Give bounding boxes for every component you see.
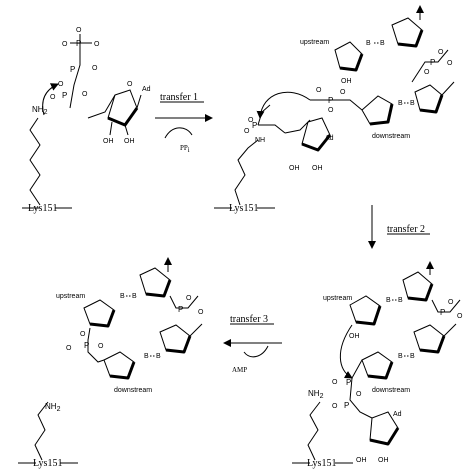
amp-label: AMP xyxy=(232,366,247,374)
svg-text:O: O xyxy=(316,87,322,94)
svg-text:O: O xyxy=(94,41,100,48)
svg-text:O: O xyxy=(127,81,133,88)
svg-text:O: O xyxy=(80,331,86,338)
svg-text:OH: OH xyxy=(378,457,389,464)
svg-text:P: P xyxy=(328,96,333,105)
svg-text:NH2: NH2 xyxy=(45,402,61,413)
svg-text:O: O xyxy=(447,60,453,67)
svg-text:O: O xyxy=(82,91,88,98)
transfer-2-step: transfer 2 xyxy=(368,205,430,249)
svg-text:P: P xyxy=(84,341,89,350)
p-beta: P xyxy=(70,65,75,74)
downstream-label-3: downstream xyxy=(114,387,152,394)
svg-text:O: O xyxy=(328,107,334,114)
svg-text:O: O xyxy=(186,295,192,302)
svg-text:O: O xyxy=(248,117,254,124)
ad-label-1: Ad xyxy=(142,86,151,93)
svg-text:B: B xyxy=(380,40,385,47)
upstream-label-1: upstream xyxy=(300,39,329,46)
p-alpha: P xyxy=(62,91,67,100)
svg-text:O: O xyxy=(76,27,82,34)
svg-text:B: B xyxy=(398,353,403,360)
svg-text:O: O xyxy=(58,81,64,88)
svg-text:O: O xyxy=(332,379,338,386)
panel-adenylated-enzyme: Lys151 NH P O O Ad OH OH P O O O downstr… xyxy=(214,5,455,214)
svg-text:Ad: Ad xyxy=(393,411,402,418)
downstream-label-1: downstream xyxy=(372,133,410,140)
svg-text:O: O xyxy=(92,65,98,72)
svg-text:OH: OH xyxy=(289,165,300,172)
transfer-1-label: transfer 1 xyxy=(160,92,198,103)
svg-text:O: O xyxy=(438,49,444,56)
svg-text:B: B xyxy=(410,100,415,107)
svg-text:B: B xyxy=(366,40,371,47)
svg-text:B: B xyxy=(398,100,403,107)
upstream-label-2: upstream xyxy=(323,295,352,302)
svg-text:O: O xyxy=(424,69,430,76)
svg-text:O: O xyxy=(332,403,338,410)
svg-text:B: B xyxy=(144,353,149,360)
svg-text:P: P xyxy=(178,305,183,314)
svg-text:O: O xyxy=(98,343,104,350)
p-gamma: P xyxy=(76,39,81,48)
svg-text:P: P xyxy=(346,378,351,387)
downstream-label-2: downstream xyxy=(372,387,410,394)
svg-text:Lys151: Lys151 xyxy=(33,458,62,469)
svg-text:B: B xyxy=(410,353,415,360)
panel-sealed-dna: Lys151 NH2 upstream B B P O O B B downst… xyxy=(18,257,204,469)
svg-text:B: B xyxy=(398,297,403,304)
svg-text:B: B xyxy=(156,353,161,360)
svg-text:O: O xyxy=(340,89,346,96)
svg-text:O: O xyxy=(356,391,362,398)
svg-text:Lys151: Lys151 xyxy=(307,458,336,469)
transfer-3-label: transfer 3 xyxy=(230,314,268,325)
svg-text:B: B xyxy=(120,293,125,300)
panel-atp-lysine: Lys151 NH2 P O O O P O P O O O O Ad OH O… xyxy=(22,27,151,214)
svg-text:O: O xyxy=(457,313,463,320)
ppi-label: PPi xyxy=(180,144,190,154)
svg-text:O: O xyxy=(198,309,204,316)
svg-text:OH: OH xyxy=(356,457,367,464)
svg-text:OH: OH xyxy=(103,138,114,145)
svg-text:OH: OH xyxy=(312,165,323,172)
panel-adenylated-dna: Lys151 NH2 upstream OH B B P O O B B dow… xyxy=(292,261,463,469)
svg-text:O: O xyxy=(448,299,454,306)
svg-text:P: P xyxy=(440,308,445,317)
upstream-label-3: upstream xyxy=(56,293,85,300)
svg-text:B: B xyxy=(132,293,137,300)
svg-text:P: P xyxy=(430,58,435,67)
svg-text:OH: OH xyxy=(349,333,360,340)
svg-text:B: B xyxy=(386,297,391,304)
svg-text:Lys151: Lys151 xyxy=(229,203,258,214)
nh2-label: NH2 xyxy=(32,105,48,116)
svg-text:NH: NH xyxy=(255,137,265,144)
svg-text:OH: OH xyxy=(341,78,352,85)
svg-text:Ad: Ad xyxy=(325,135,334,142)
svg-text:NH2: NH2 xyxy=(308,389,324,400)
transfer-1-step: transfer 1 PPi xyxy=(155,92,213,154)
transfer-3-step: transfer 3 AMP xyxy=(223,314,282,374)
svg-text:O: O xyxy=(244,128,250,135)
svg-text:O: O xyxy=(66,345,72,352)
transfer-2-label: transfer 2 xyxy=(387,224,425,235)
svg-text:P: P xyxy=(252,121,257,130)
svg-text:OH: OH xyxy=(124,138,135,145)
svg-text:O: O xyxy=(50,94,56,101)
svg-text:O: O xyxy=(62,41,68,48)
lys-label: Lys151 xyxy=(28,203,57,214)
svg-text:P: P xyxy=(344,401,349,410)
